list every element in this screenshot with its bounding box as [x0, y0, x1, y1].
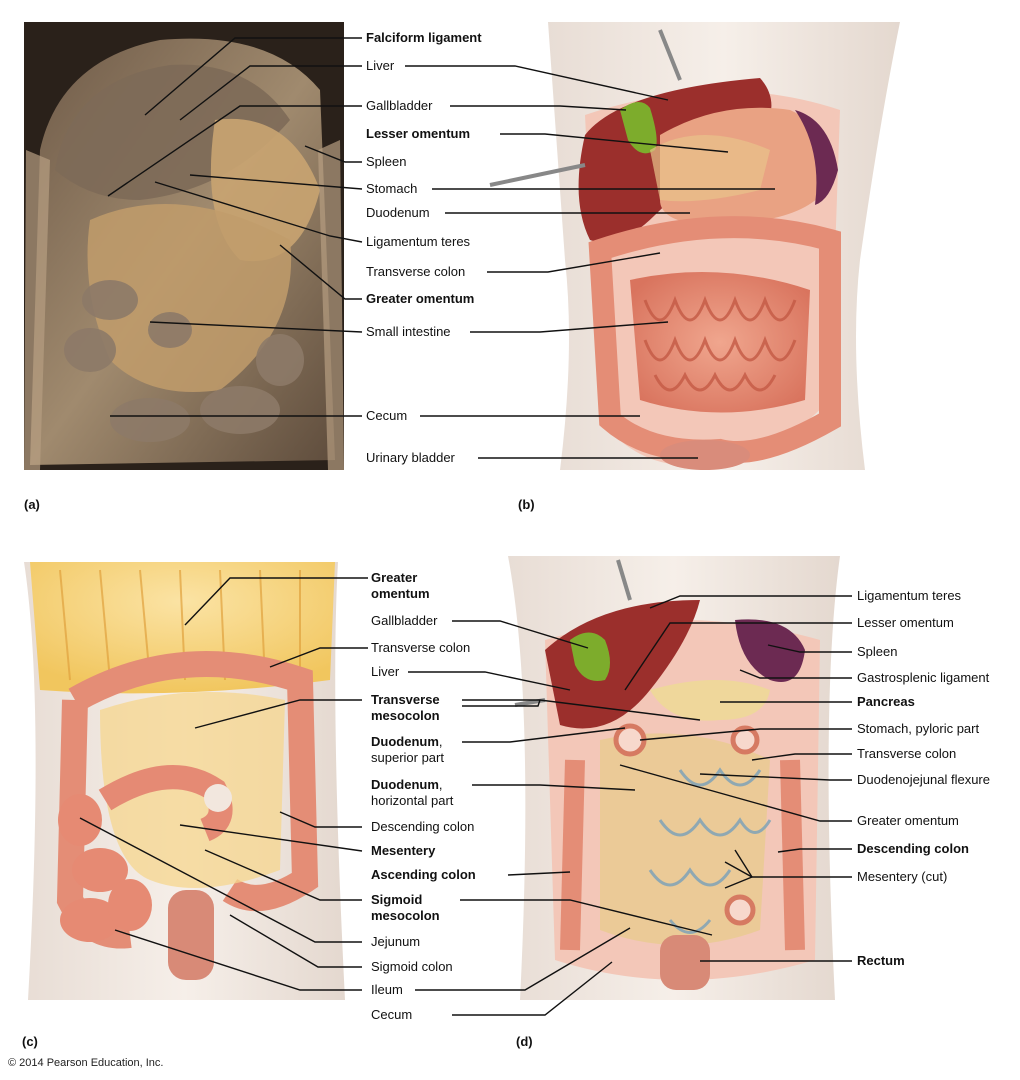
- label-falciform-ligament: Falciform ligament: [366, 30, 482, 45]
- panel-letter-c: (c): [22, 1034, 38, 1049]
- label-pancreas: Pancreas: [857, 694, 915, 709]
- label-duodenum-superior-comma: ,: [438, 734, 443, 749]
- label-stomach: Stomach: [366, 181, 418, 196]
- panel-letter-d: (d): [516, 1034, 533, 1049]
- label-transverse-colon-d: Transverse colon: [857, 746, 957, 761]
- label-greater-omentum-c-2: omentum: [371, 586, 430, 601]
- label-transverse-colon: Transverse colon: [366, 264, 466, 279]
- label-cecum: Cecum: [366, 408, 408, 423]
- label-greater-omentum: Greater omentum: [366, 291, 475, 306]
- label-lesser-omentum: Lesser omentum: [366, 126, 471, 141]
- label-urinary-bladder: Urinary bladder: [366, 450, 455, 465]
- label-small-intestine: Small intestine: [366, 324, 451, 339]
- label-greater-omentum-c-1: Greater: [371, 570, 418, 585]
- label-ileum: Ileum: [371, 982, 403, 997]
- label-gastrosplenic-ligament: Gastrosplenic ligament: [857, 670, 990, 685]
- panel-b-illustration: [489, 22, 900, 470]
- label-descending-colon-d: Descending colon: [857, 841, 969, 856]
- label-sigmoid-mesocolon-2: mesocolon: [371, 908, 440, 923]
- label-duodenum-horizontal-1: Duodenum,: [371, 777, 443, 793]
- label-duodenum-superior-2: superior part: [371, 750, 444, 765]
- panel-a-photo: [24, 22, 344, 470]
- label-duodenum-horizontal-comma: ,: [438, 777, 443, 792]
- label-gallbladder-d: Gallbladder: [371, 613, 438, 628]
- label-duodenum: Duodenum: [366, 205, 430, 220]
- label-mesentery: Mesentery: [371, 843, 436, 858]
- label-ligamentum-teres-d: Ligamentum teres: [857, 588, 962, 603]
- label-sigmoid-colon: Sigmoid colon: [371, 959, 453, 974]
- label-ascending-colon: Ascending colon: [371, 867, 476, 882]
- label-transverse-colon-c: Transverse colon: [371, 640, 471, 655]
- label-duodenum-superior-1: Duodenum,: [371, 734, 443, 750]
- label-rectum: Rectum: [857, 953, 905, 968]
- label-cecum-c: Cecum: [371, 1007, 413, 1022]
- panel-letter-a: (a): [24, 497, 40, 512]
- label-lesser-omentum-d: Lesser omentum: [857, 615, 954, 630]
- label-spleen: Spleen: [366, 154, 407, 169]
- leader-lines: [79, 37, 852, 1016]
- label-liver: Liver: [366, 58, 395, 73]
- panel-d-illustration: [508, 556, 840, 1000]
- label-liver-d: Liver: [371, 664, 400, 679]
- label-spleen-d: Spleen: [857, 644, 898, 659]
- label-duodenojejunal-flexure: Duodenojejunal flexure: [857, 772, 990, 787]
- label-transverse-mesocolon-2: mesocolon: [371, 708, 440, 723]
- label-transverse-mesocolon-1: Transverse: [371, 692, 440, 707]
- label-ligamentum-teres: Ligamentum teres: [366, 234, 471, 249]
- label-gallbladder: Gallbladder: [366, 98, 433, 113]
- label-duodenum-horizontal-2: horizontal part: [371, 793, 454, 808]
- label-greater-omentum-d: Greater omentum: [857, 813, 959, 828]
- label-duodenum-superior-bold: Duodenum: [371, 734, 439, 749]
- copyright-notice: © 2014 Pearson Education, Inc.: [8, 1057, 164, 1069]
- label-sigmoid-mesocolon-1: Sigmoid: [371, 892, 423, 907]
- label-duodenum-horizontal-bold: Duodenum: [371, 777, 439, 792]
- panel-letter-b: (b): [518, 497, 535, 512]
- label-descending-colon-c: Descending colon: [371, 819, 475, 834]
- panel-c-illustration: [24, 562, 345, 1000]
- label-jejunum: Jejunum: [371, 934, 421, 949]
- label-mesentery-cut: Mesentery (cut): [857, 869, 948, 884]
- label-stomach-pyloric: Stomach, pyloric part: [857, 721, 980, 736]
